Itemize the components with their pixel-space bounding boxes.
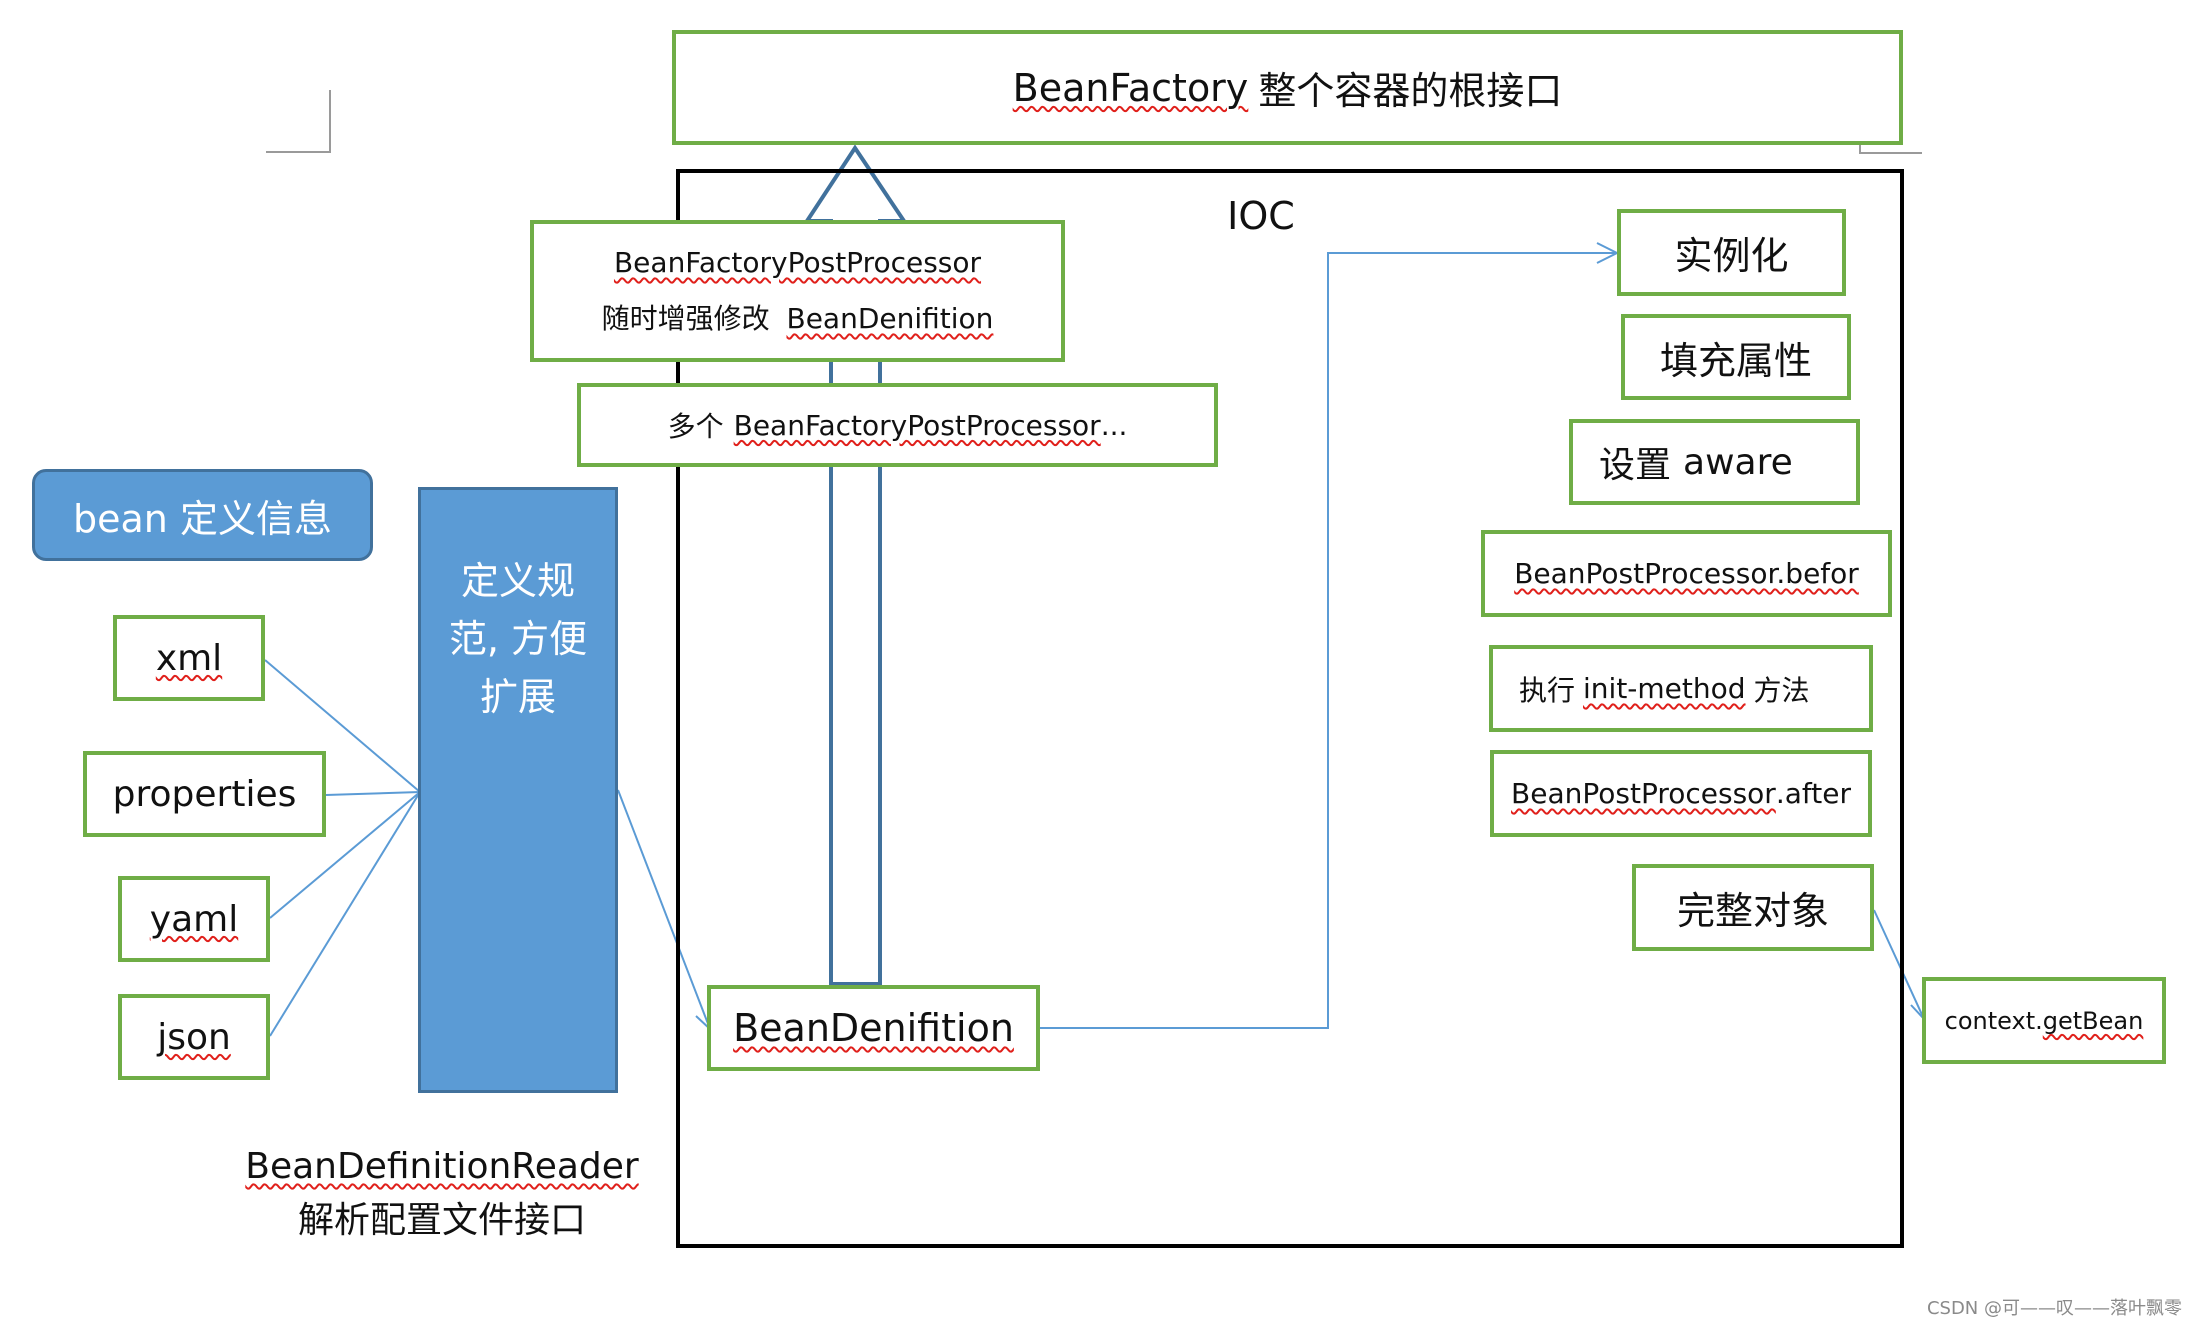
step-init-suffix: 方法	[1753, 673, 1810, 707]
getbean-method: getBean	[2042, 1006, 2144, 1035]
step-init-method: init-method	[1583, 672, 1746, 705]
step-after-suffix: .after	[1775, 777, 1851, 810]
properties-connector	[325, 791, 421, 796]
ioc-container	[676, 169, 1904, 1248]
json-connector	[269, 791, 421, 1037]
multi-bfpp-prefix: 多个	[667, 410, 724, 443]
beanfactory-box: BeanFactory 整个容器的根接口	[672, 30, 1903, 145]
ioc-label: IOC	[1227, 194, 1295, 238]
source-json-box: json	[118, 994, 270, 1080]
step-instantiate-box: 实例化	[1617, 209, 1846, 296]
source-properties-box: properties	[83, 751, 326, 837]
step-aware-word: aware	[1683, 441, 1793, 483]
reader-desc: 解析配置文件接口	[297, 1200, 586, 1241]
spec-column-line: 扩展	[479, 675, 556, 719]
reader-caption: BeanDefinitionReader 解析配置文件接口	[232, 1140, 652, 1248]
xml-connector	[264, 659, 421, 793]
watermark-text: CSDN @可——叹——落叶飘零	[1926, 1298, 2182, 1319]
bean-definition-box: BeanDenifition	[707, 985, 1040, 1071]
beanfactory-name: BeanFactory	[1012, 65, 1249, 110]
multiple-post-processors-box: 多个 BeanFactoryPostProcessor ...	[577, 383, 1218, 467]
step-init-prefix: 执行	[1519, 673, 1576, 707]
bfpp-desc-target: BeanDenifition	[786, 302, 994, 335]
complete-to-getbean-connector	[1873, 909, 1925, 1020]
step-populate-box: 填充属性	[1621, 314, 1851, 400]
source-yaml-box: yaml	[118, 876, 270, 962]
bean-definition-info-badge: bean 定义信息	[32, 469, 373, 561]
context-getbean-box: context. getBean	[1922, 977, 2166, 1064]
source-properties-label: properties	[112, 773, 297, 815]
spec-column-line: 定义规	[460, 559, 575, 603]
crop-mark-top-left	[266, 90, 331, 153]
bean-definition-label: BeanDenifition	[733, 1006, 1014, 1050]
step-before-label: BeanPostProcessor.befor	[1514, 557, 1859, 590]
reader-to-definition-connector	[617, 789, 711, 1030]
bfpp-desc-line: 随时增强修改 BeanDenifition	[602, 291, 994, 347]
step-instantiate-label: 实例化	[1674, 234, 1789, 278]
bfpp-desc-prefix: 随时增强修改	[601, 302, 770, 335]
source-xml-label: xml	[155, 637, 223, 679]
reader-name: BeanDefinitionReader	[245, 1146, 639, 1187]
multi-bfpp-name: BeanFactoryPostProcessor	[733, 408, 1101, 442]
spec-column: 定义规 范, 方便 扩展	[418, 487, 618, 1093]
step-after-box: BeanPostProcessor .after	[1490, 750, 1872, 837]
step-aware-prefix: 设置	[1599, 445, 1672, 486]
bfpp-name: BeanFactoryPostProcessor	[613, 246, 982, 279]
step-aware-box: 设置 aware	[1569, 419, 1860, 505]
bean-factory-post-processor-box: BeanFactoryPostProcessor 随时增强修改 BeanDeni…	[530, 220, 1065, 362]
yaml-connector	[269, 791, 421, 919]
step-init-box: 执行 init-method 方法	[1489, 645, 1873, 732]
definition-to-instantiate-connector	[1039, 252, 1617, 1029]
step-after-name: BeanPostProcessor	[1511, 777, 1776, 810]
step-before-box: BeanPostProcessor.befor	[1481, 530, 1892, 617]
step-complete-label: 完整对象	[1676, 889, 1829, 933]
source-yaml-label: yaml	[149, 898, 239, 940]
step-complete-box: 完整对象	[1632, 864, 1874, 951]
step-populate-label: 填充属性	[1659, 338, 1812, 383]
source-xml-box: xml	[113, 615, 265, 701]
beanfactory-desc: 整个容器的根接口	[1258, 69, 1563, 113]
getbean-prefix: context.	[1944, 1006, 2043, 1035]
source-json-label: json	[157, 1016, 231, 1058]
spec-column-line: 范, 方便	[448, 617, 588, 661]
multi-bfpp-suffix: ...	[1100, 408, 1128, 442]
